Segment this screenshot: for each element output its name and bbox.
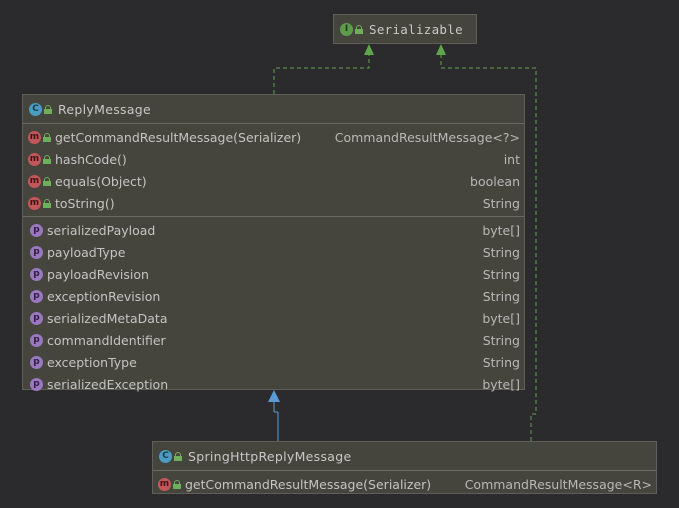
property-type: byte[]: [482, 376, 520, 392]
implements-arrowhead-spring: [436, 44, 446, 55]
method-icon: m: [28, 130, 41, 144]
method-name: equals(Object): [55, 173, 147, 189]
property-icon: p: [30, 377, 43, 391]
method-icon: m: [28, 152, 41, 166]
interface-icon: I: [340, 22, 353, 36]
public-lock-icon: [43, 155, 51, 164]
method-name: hashCode(): [55, 151, 127, 167]
method-name: toString(): [55, 195, 115, 211]
method-row[interactable]: m hashCode() int: [23, 148, 524, 170]
property-type: String: [482, 266, 520, 282]
method-row[interactable]: m toString() String: [23, 192, 524, 214]
reply-message-class-box[interactable]: C ReplyMessage m getCommandResultMessage(…: [22, 94, 525, 392]
property-name: serializedPayload: [47, 222, 156, 238]
implements-arrowhead-replymessage: [364, 44, 374, 55]
property-row[interactable]: p payloadType String: [23, 241, 524, 263]
reply-message-header: C ReplyMessage: [23, 95, 524, 123]
method-row[interactable]: m getCommandResultMessage(Serializer) Comm…: [23, 126, 524, 148]
public-lock-icon: [44, 105, 52, 114]
property-name: serializedException: [47, 376, 169, 392]
method-name: getCommandResultMessage(Serializer): [185, 476, 432, 492]
serializable-interface-box[interactable]: I Serializable: [333, 14, 477, 44]
method-return-type: CommandResultMessage<R>: [464, 476, 652, 492]
property-icon: p: [30, 311, 43, 325]
method-return-type: CommandResultMessage<?>: [334, 129, 520, 145]
public-lock-icon: [173, 480, 181, 489]
method-row[interactable]: m getCommandResultMessage(Serializer) Comm…: [153, 473, 656, 495]
reply-message-methods: m getCommandResultMessage(Serializer) Comm…: [23, 123, 524, 216]
class-icon: C: [159, 449, 172, 463]
property-row[interactable]: p exceptionRevision String: [23, 285, 524, 307]
property-icon: p: [30, 223, 43, 237]
property-icon: p: [30, 355, 43, 369]
public-lock-icon: [355, 25, 363, 34]
serializable-title: Serializable: [369, 21, 463, 37]
method-row[interactable]: m equals(Object) boolean: [23, 170, 524, 192]
public-lock-icon: [43, 177, 51, 186]
public-lock-icon: [43, 199, 51, 208]
property-type: String: [482, 244, 520, 260]
spring-http-reply-message-class-box[interactable]: C SpringHttpReplyMessage m getCommandResu…: [152, 441, 657, 494]
property-type: byte[]: [482, 310, 520, 326]
property-row[interactable]: p serializedException byte[]: [23, 373, 524, 395]
implements-connector-replymessage: [273, 55, 370, 94]
property-type: String: [482, 288, 520, 304]
property-row[interactable]: p serializedPayload byte[]: [23, 219, 524, 241]
public-lock-icon: [43, 133, 51, 142]
property-row[interactable]: p exceptionType String: [23, 351, 524, 373]
property-row[interactable]: p commandIdentifier String: [23, 329, 524, 351]
property-type: String: [482, 354, 520, 370]
property-name: payloadRevision: [47, 266, 149, 282]
spring-reply-message-header: C SpringHttpReplyMessage: [153, 442, 656, 470]
method-icon: m: [158, 477, 171, 491]
property-name: serializedMetaData: [47, 310, 168, 326]
method-return-type: boolean: [470, 173, 520, 189]
property-type: String: [482, 332, 520, 348]
property-name: exceptionType: [47, 354, 137, 370]
reply-message-title: ReplyMessage: [58, 101, 152, 117]
method-icon: m: [28, 174, 41, 188]
method-return-type: String: [482, 195, 520, 211]
property-type: byte[]: [482, 222, 520, 238]
property-icon: p: [30, 333, 43, 347]
property-row[interactable]: p serializedMetaData byte[]: [23, 307, 524, 329]
property-icon: p: [30, 245, 43, 259]
method-name: getCommandResultMessage(Serializer): [55, 129, 302, 145]
spring-reply-message-methods: m getCommandResultMessage(Serializer) Comm…: [153, 470, 656, 497]
spring-reply-message-title: SpringHttpReplyMessage: [188, 448, 352, 464]
class-icon: C: [29, 102, 42, 116]
method-icon: m: [28, 196, 41, 210]
serializable-header: I Serializable: [334, 15, 476, 43]
method-return-type: int: [503, 151, 520, 167]
property-name: exceptionRevision: [47, 288, 161, 304]
public-lock-icon: [174, 452, 182, 461]
property-name: commandIdentifier: [47, 332, 166, 348]
property-name: payloadType: [47, 244, 126, 260]
property-icon: p: [30, 267, 43, 281]
property-row[interactable]: p payloadRevision String: [23, 263, 524, 285]
property-icon: p: [30, 289, 43, 303]
